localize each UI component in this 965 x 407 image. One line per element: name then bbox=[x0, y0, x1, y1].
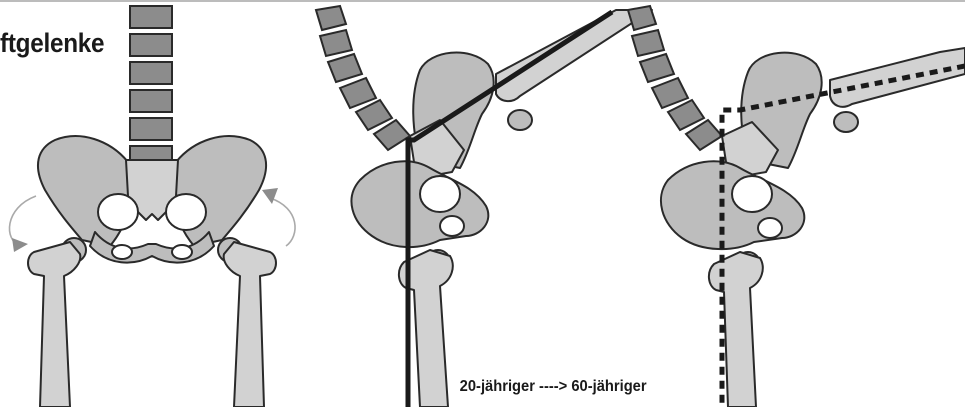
old-spine bbox=[628, 6, 722, 150]
old-obturator bbox=[758, 218, 782, 238]
young-acetabulum bbox=[420, 176, 460, 212]
front-left-small-hole bbox=[112, 245, 132, 259]
left-rotation-arc bbox=[9, 196, 36, 246]
right-rotation-arrow-icon bbox=[262, 188, 278, 204]
old-ischium bbox=[661, 161, 804, 249]
front-left-femur bbox=[28, 242, 80, 407]
front-right-small-hole bbox=[172, 245, 192, 259]
young-upper-extension bbox=[496, 10, 652, 101]
side-view-young bbox=[316, 6, 652, 407]
old-upper-extension bbox=[830, 48, 965, 107]
old-femur bbox=[709, 252, 763, 407]
front-view-spine bbox=[130, 6, 172, 160]
left-rotation-arrow-icon bbox=[12, 238, 28, 252]
front-view-pelvis bbox=[9, 6, 295, 407]
young-obturator bbox=[440, 216, 464, 236]
young-ischium bbox=[351, 161, 488, 247]
old-acetabulum bbox=[732, 176, 772, 212]
title-label: ftgelenke bbox=[0, 28, 104, 59]
front-right-femur bbox=[224, 242, 276, 407]
right-rotation-arc bbox=[270, 198, 295, 246]
old-upper-extension-cap bbox=[834, 112, 858, 132]
young-spine bbox=[316, 6, 410, 150]
young-upper-extension-cap bbox=[508, 110, 532, 130]
front-left-obturator bbox=[98, 194, 138, 230]
age-comparison-caption: 20-jähriger ----> 60-jähriger bbox=[456, 378, 650, 396]
side-view-old bbox=[628, 6, 965, 407]
front-right-obturator bbox=[166, 194, 206, 230]
